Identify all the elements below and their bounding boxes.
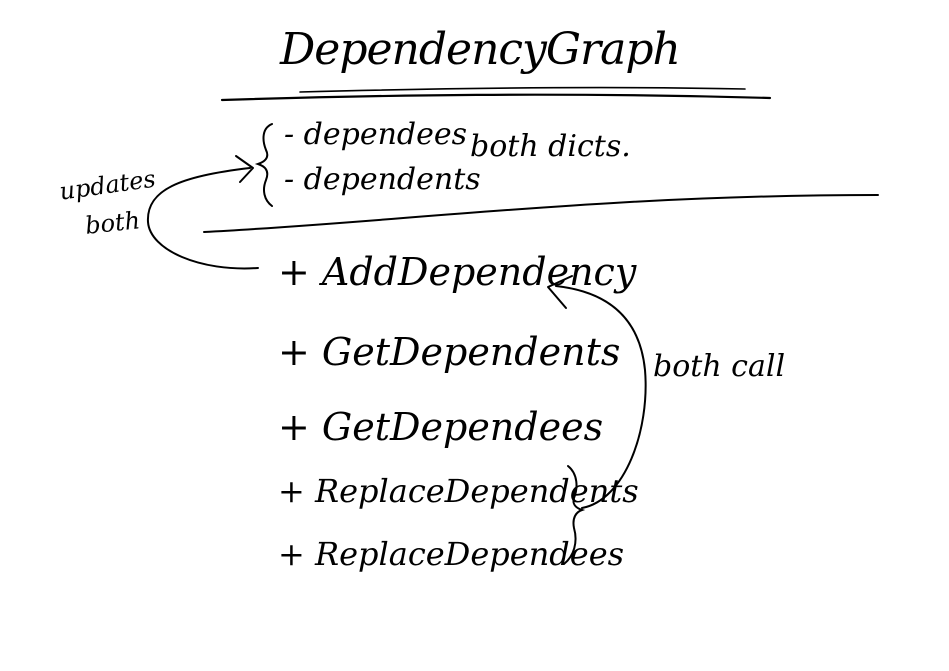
section-divider [203,194,879,233]
field-dependents: - dependents [284,162,481,197]
updates-arrow-head [235,155,254,183]
method-replace-dependents: + ReplaceDependents [278,472,639,510]
method-get-dependents: + GetDependents [278,330,621,374]
method-replace-dependees: + ReplaceDependees [278,535,625,573]
updates-arrow [146,167,259,270]
field-dependees: - dependees [284,117,468,152]
fields-brace [254,123,273,207]
updates-note-line-2: both [83,206,142,240]
fields-note: both dicts. [470,129,631,164]
method-get-dependees: + GetDependees [278,405,604,449]
title-underline [220,93,772,102]
both-call-note: both call [653,349,786,384]
title-underline-2 [299,86,746,93]
replace-brace [563,465,586,565]
method-add-dependency: + AddDependency [278,250,637,294]
both-call-arrow [555,285,647,509]
both-call-arrow-head [547,275,573,309]
diagram-title: DependencyGraph [280,24,681,75]
